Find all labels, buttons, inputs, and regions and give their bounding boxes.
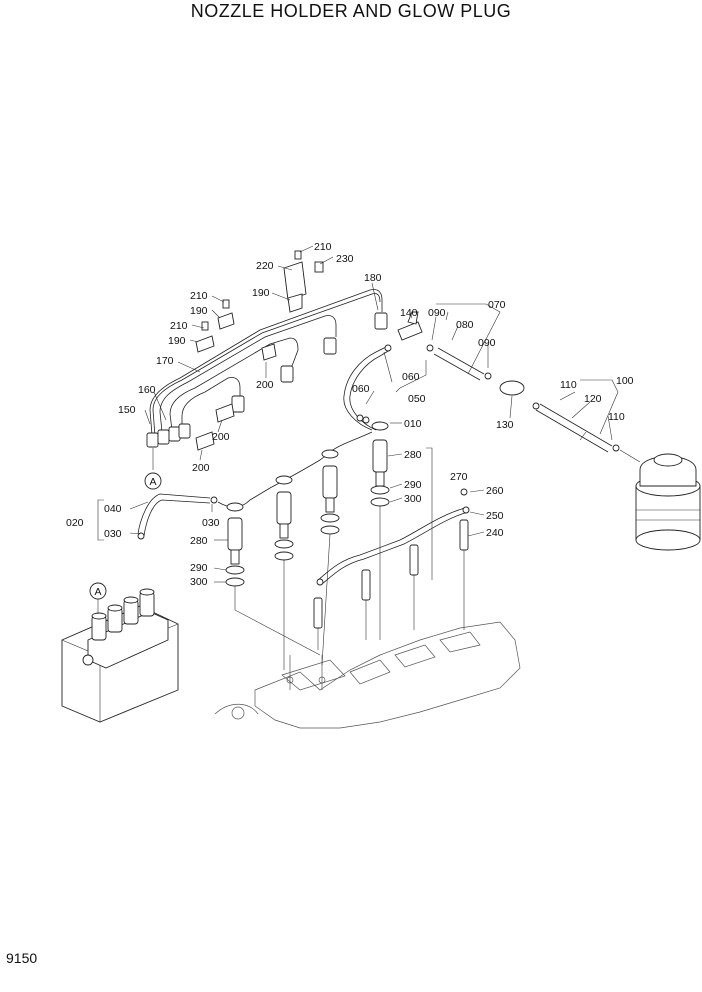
callout-120: 120 xyxy=(584,393,602,405)
callout-130: 130 xyxy=(496,419,514,431)
callout-160: 160 xyxy=(138,384,156,396)
reference-marker-a-pipes: A xyxy=(144,448,162,490)
callout-140: 140 xyxy=(400,307,418,319)
callout-180: 180 xyxy=(364,272,382,284)
callout-170: 170 xyxy=(156,355,174,367)
callout-190: 190 xyxy=(190,305,208,317)
callout-280: 280 xyxy=(404,449,422,461)
callout-210: 210 xyxy=(314,241,332,253)
callout-090: 090 xyxy=(428,307,446,319)
callout-060: 060 xyxy=(402,371,420,383)
nozzle-holders xyxy=(225,421,390,670)
callout-220: 220 xyxy=(256,260,274,272)
callout-300: 300 xyxy=(190,576,208,588)
nozzle-1 xyxy=(225,502,245,587)
callout-070: 070 xyxy=(488,299,506,311)
callout-110: 110 xyxy=(560,379,577,391)
callout-020: 020 xyxy=(66,517,84,529)
reference-marker-a-pump: A xyxy=(89,582,107,614)
callout-080: 080 xyxy=(456,319,474,331)
pump-delivery-valves xyxy=(91,588,155,641)
callout-250: 250 xyxy=(486,510,504,522)
callout-030: 030 xyxy=(104,528,122,540)
callout-260: 260 xyxy=(486,485,504,497)
fuel-filter xyxy=(635,453,701,551)
nozzle-3 xyxy=(320,449,340,535)
callout-230: 230 xyxy=(336,253,354,265)
callout-280: 280 xyxy=(190,535,208,547)
nozzle-2 xyxy=(274,475,294,561)
callout-100: 100 xyxy=(616,375,634,387)
injection-pipes xyxy=(146,289,388,448)
callout-150: 150 xyxy=(118,404,136,416)
injection-pump xyxy=(61,588,179,723)
callout-050: 050 xyxy=(408,393,426,405)
fuel-hoses xyxy=(397,311,641,463)
callout-200: 200 xyxy=(212,431,230,443)
callout-190: 190 xyxy=(252,287,270,299)
callout-060: 060 xyxy=(352,383,370,395)
callout-200: 200 xyxy=(256,379,274,391)
callout-040: 040 xyxy=(104,503,122,515)
nozzle-4 xyxy=(370,421,390,507)
callout-210: 210 xyxy=(190,290,208,302)
pipe-clamps xyxy=(195,250,324,451)
engine-block xyxy=(214,621,521,729)
callout-110: 110 xyxy=(608,411,625,423)
callout-090: 090 xyxy=(478,337,496,349)
callout-030: 030 xyxy=(202,517,220,529)
callout-200: 200 xyxy=(192,462,210,474)
fuel-return-line xyxy=(137,344,392,540)
glow-plugs xyxy=(313,488,470,650)
callout-270: 270 xyxy=(450,471,468,483)
marker-a-label: A xyxy=(94,586,101,598)
callout-290: 290 xyxy=(404,479,422,491)
callout-240: 240 xyxy=(486,527,504,539)
leader-lines xyxy=(97,245,619,583)
page-title: NOZZLE HOLDER AND GLOW PLUG xyxy=(190,1,512,21)
marker-a-label: A xyxy=(149,476,156,488)
callout-labels: 010 020 030 030 040 050 060 060 070 080 … xyxy=(66,241,634,588)
callout-210: 210 xyxy=(170,320,188,332)
callout-010: 010 xyxy=(404,418,422,430)
callout-290: 290 xyxy=(190,562,208,574)
callout-300: 300 xyxy=(404,493,422,505)
callout-190: 190 xyxy=(168,335,186,347)
page-number: 9150 xyxy=(6,950,38,966)
